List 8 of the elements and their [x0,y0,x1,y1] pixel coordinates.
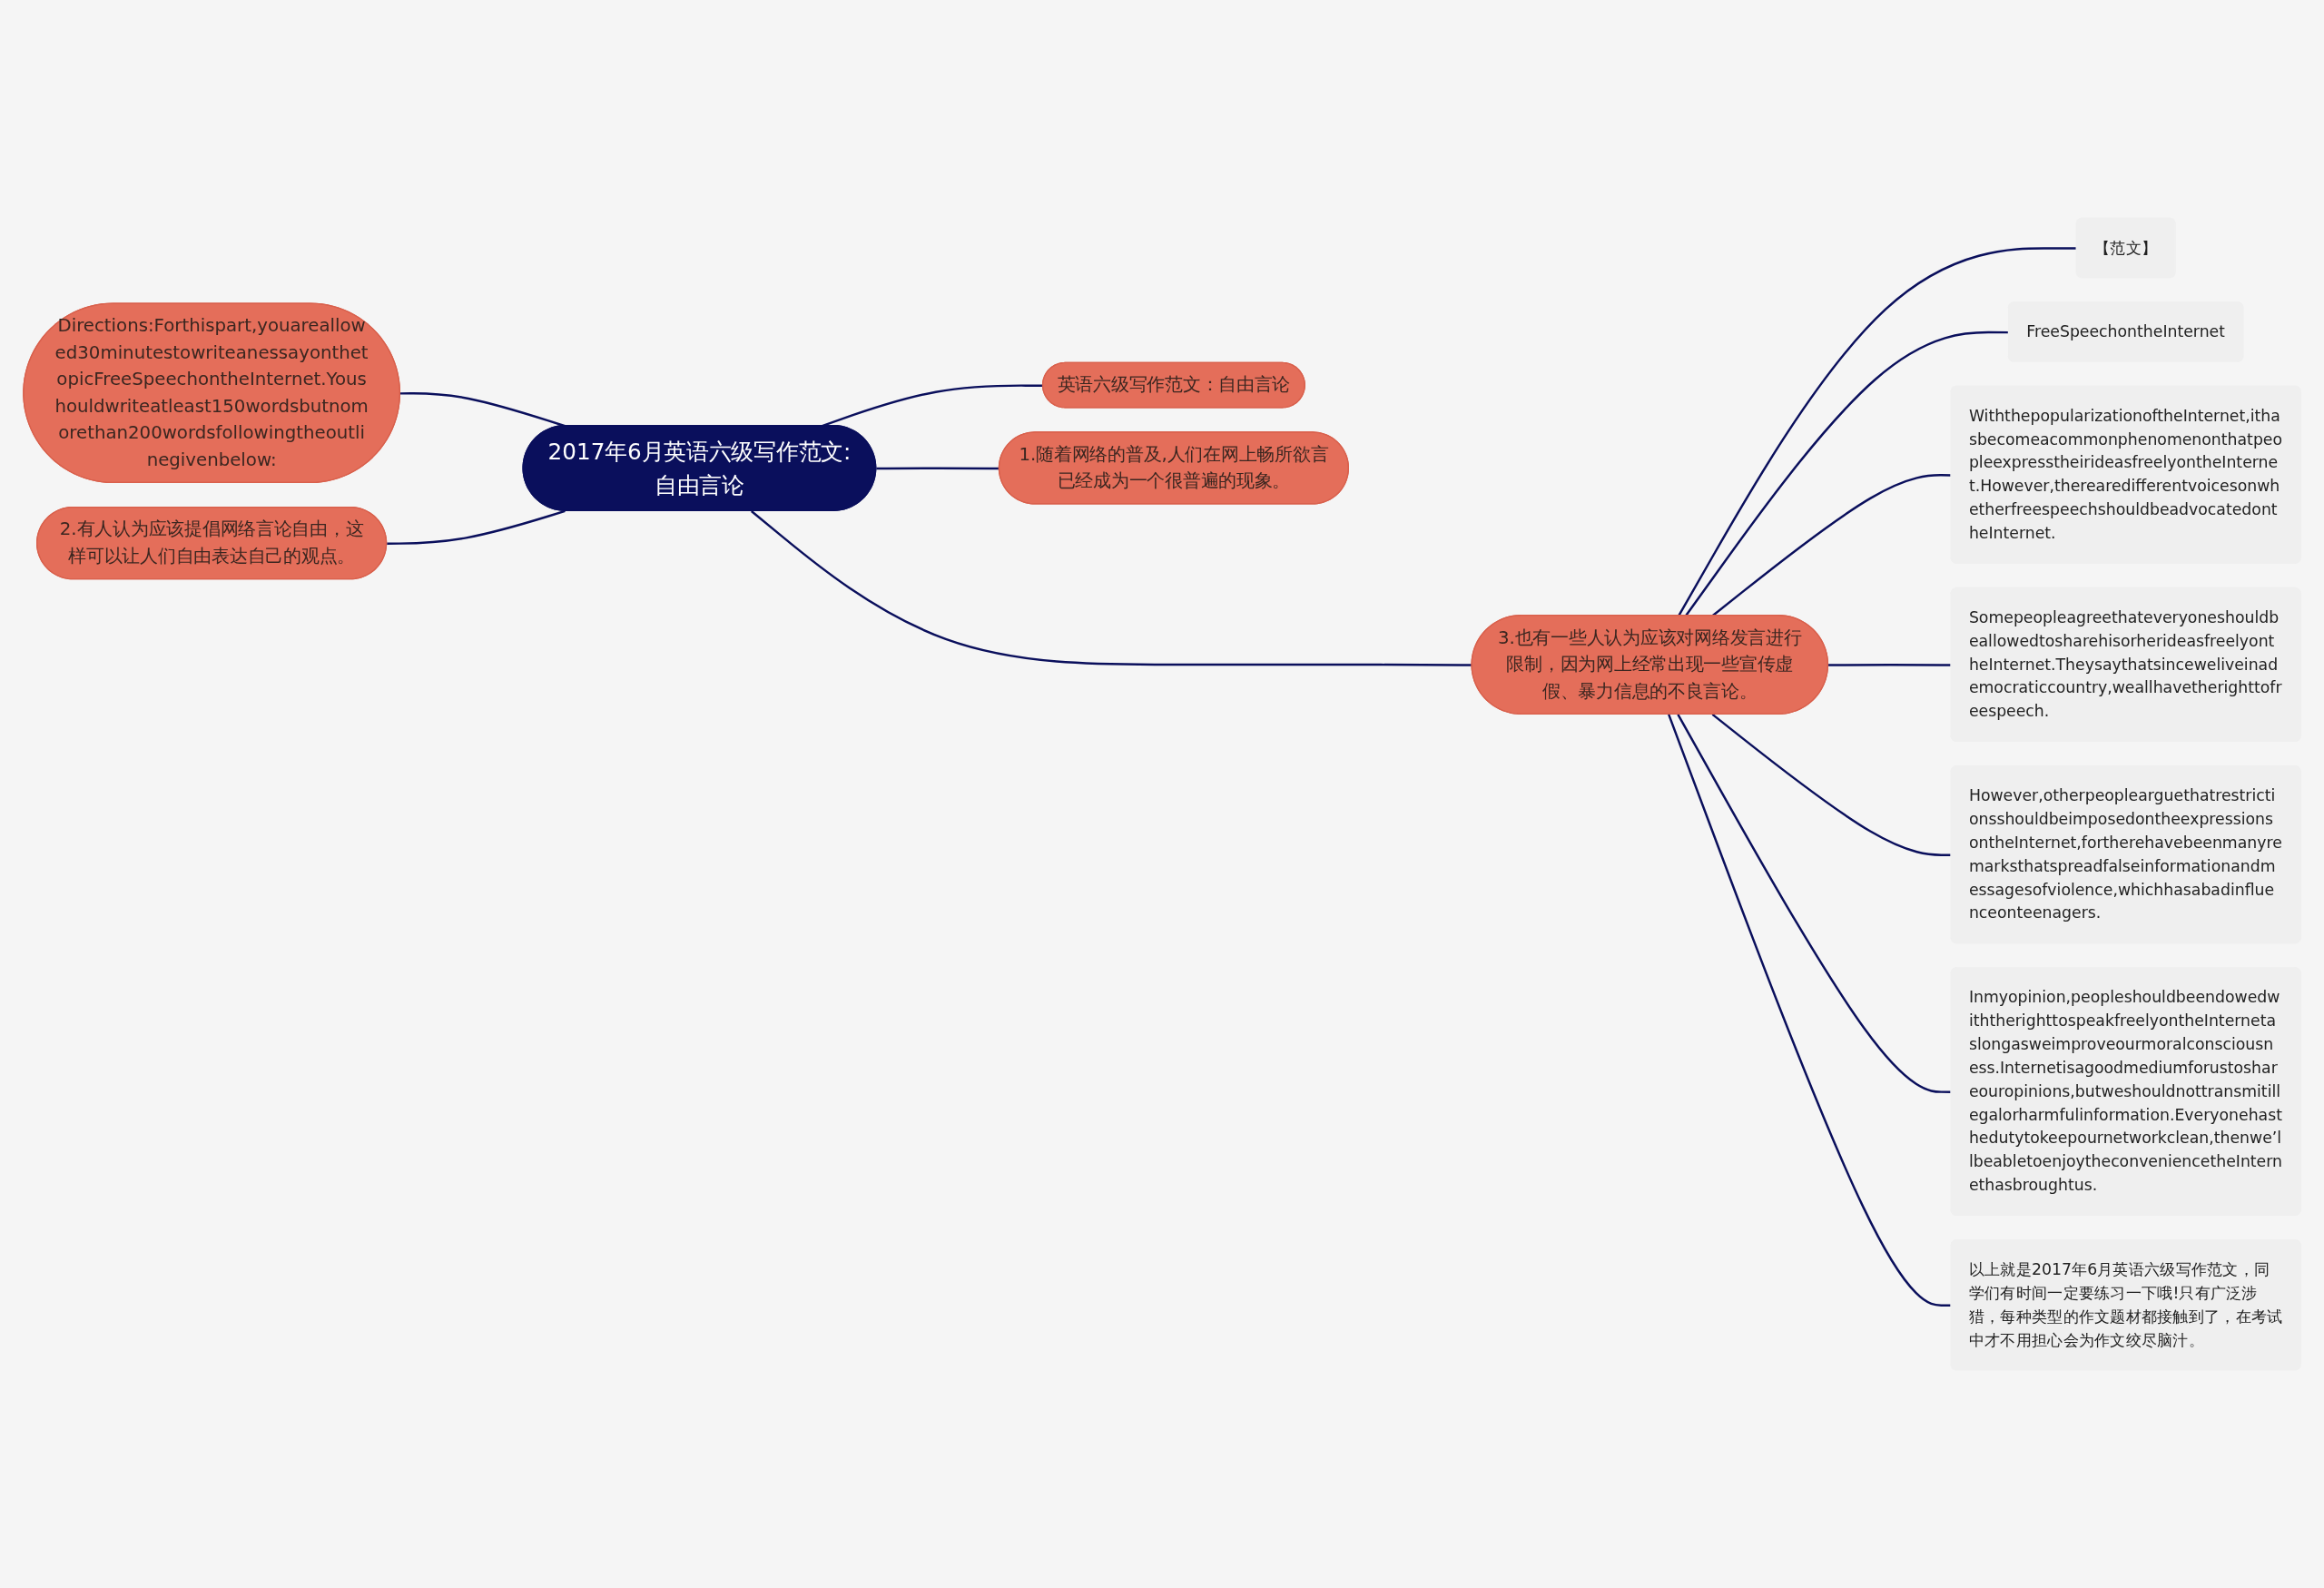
connector [1678,247,2077,616]
connector [751,510,1472,666]
connector [399,392,566,428]
connector [1677,714,1952,1093]
connector [387,509,566,545]
connector [1711,713,1952,856]
connector [1828,663,1952,666]
connector [1668,714,1952,1307]
